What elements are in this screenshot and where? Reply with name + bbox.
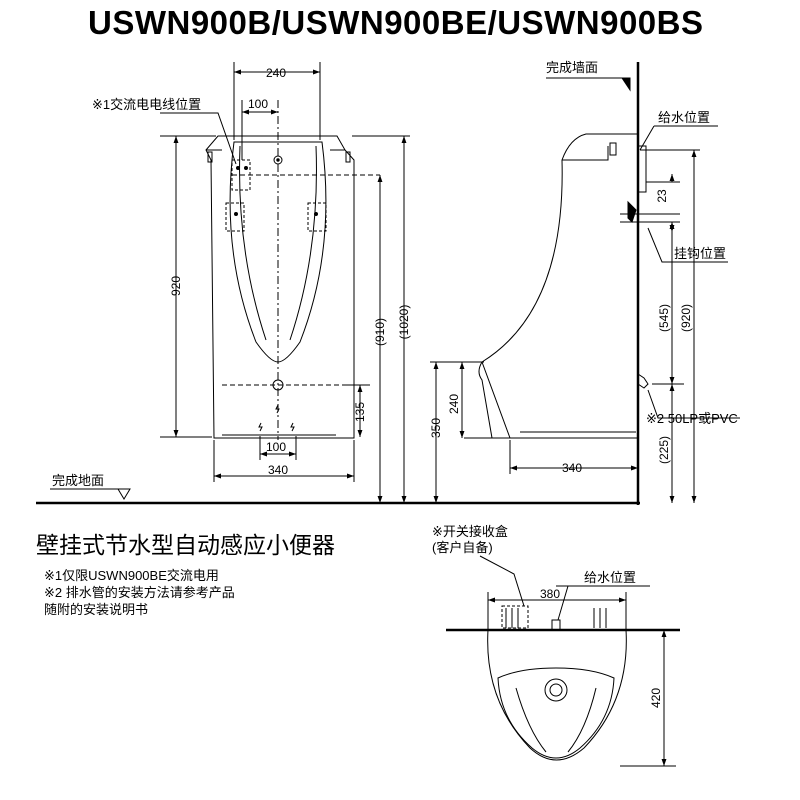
switch-box-label: ※开关接收盒 [432,524,508,539]
floor-line [36,488,640,505]
dim-1020: (1020) [397,305,411,340]
hook-position-label: 挂钩位置 [674,246,726,261]
dim-240-side: 240 [447,394,461,414]
note-ac-wire-position: ※1交流电电线位置 [92,97,201,112]
top-drain [544,678,568,702]
notes: ※1仅限USWN900BE交流电用 ※2 排水管的安装方法请参考产品 随附的安装… [44,567,235,618]
dim-545: (545) [657,304,671,332]
dim-340-front: 340 [268,463,288,477]
dim-420: 420 [649,688,663,708]
dim-100-top: 100 [248,97,268,111]
note-line-1: ※1仅限USWN900BE交流电用 [44,568,219,583]
top-view [446,555,680,767]
dim-340-side: 340 [562,461,582,475]
wall-label: 完成墙面 [546,60,598,75]
dim-23: 23 [655,189,669,203]
product-name: 壁挂式节水型自动感应小便器 [36,532,335,558]
drain-outlet [272,379,284,391]
dim-350: 350 [429,418,443,438]
dim-225: (225) [657,436,671,464]
dim-100-bottom: 100 [266,440,286,454]
water-inlet [273,155,283,165]
note-line-2: ※2 排水管的安装方法请参考产品 [44,585,235,600]
dim-380: 380 [540,587,560,601]
front-urinal-outline [205,135,355,439]
dim-135: 135 [353,402,367,422]
switch-box-sublabel: (客户自备) [432,540,493,555]
dim-920-side: (920) [679,304,693,332]
top-labels: ※开关接收盒 (客户自备) 给水位置 380 420 [432,524,663,708]
front-view [160,62,410,503]
side-view [430,62,740,505]
top-water-supply-label: 给水位置 [584,570,636,585]
model-title: USWN900B/USWN900BE/USWN900BS [88,4,704,41]
drain-pipe-note: ※2 50LP或PVC [646,411,738,426]
top-bowl [487,629,627,761]
side-labels: 完成墙面 给水位置 23 挂钩位置 (545) (920) 350 240 ※2… [429,60,738,475]
side-urinal-outline [481,133,638,439]
note-line-3: 随附的安装说明书 [44,602,149,617]
dim-910: (910) [373,318,387,346]
front-labels: 240 100 ※1交流电电线位置 920 (910) (1020) 135 1… [52,66,411,488]
water-supply-label: 给水位置 [658,110,710,125]
floor-label: 完成地面 [52,473,104,488]
dim-240-front: 240 [266,66,286,80]
dim-920-front: 920 [169,276,183,296]
